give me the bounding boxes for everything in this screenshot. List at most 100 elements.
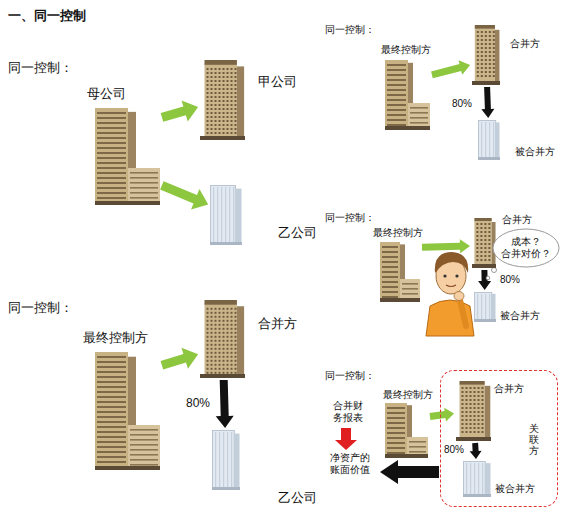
window-row (97, 137, 126, 139)
window-row (410, 112, 428, 114)
building-icon (385, 403, 428, 458)
window (474, 391, 476, 393)
window (207, 88, 209, 90)
company-label: 母公司 (87, 86, 126, 102)
window (477, 43, 479, 45)
window-row (97, 182, 126, 184)
company-label: 合并方 (502, 214, 532, 226)
window (484, 247, 486, 249)
window-row (97, 142, 126, 144)
window (207, 336, 209, 338)
window (211, 328, 213, 330)
window (211, 68, 213, 70)
window (474, 419, 476, 421)
window (481, 47, 483, 49)
tower-crown (205, 300, 237, 305)
window (211, 344, 213, 346)
window (207, 312, 209, 314)
window-row (387, 422, 405, 424)
company-label: 被合并方 (500, 310, 540, 322)
window (484, 239, 486, 241)
tower-crown (205, 60, 237, 65)
window (211, 76, 213, 78)
building-icon (385, 60, 430, 130)
window (476, 239, 478, 241)
note-text: 合并财务报表 (333, 400, 363, 424)
window (481, 59, 483, 61)
window-row (382, 281, 398, 283)
person-hair (435, 252, 468, 273)
glass-face (464, 462, 486, 497)
window (478, 391, 480, 393)
window (223, 344, 225, 346)
window (227, 340, 229, 342)
window (476, 251, 478, 253)
window (211, 340, 213, 342)
holding-arrow (470, 443, 482, 459)
window (235, 332, 237, 334)
window (235, 352, 237, 354)
window (231, 80, 233, 82)
window (231, 340, 233, 342)
window (219, 320, 221, 322)
window (462, 387, 464, 389)
window (481, 51, 483, 53)
window (227, 308, 229, 310)
building-icon (456, 381, 491, 441)
company-building: 合并方 (200, 300, 245, 378)
window-row (97, 361, 126, 363)
glass-side (495, 122, 499, 159)
window-row (387, 119, 406, 121)
window (489, 59, 491, 61)
window (462, 407, 464, 409)
building-base (212, 487, 240, 490)
window-row (387, 104, 406, 106)
window (466, 411, 468, 413)
glass-stripe (493, 122, 494, 158)
window (227, 112, 229, 114)
window (231, 116, 233, 118)
window-row (97, 411, 126, 413)
window (480, 255, 482, 257)
window (235, 308, 237, 310)
window (470, 407, 472, 409)
window (207, 132, 209, 134)
window-row (387, 427, 405, 429)
tower-face (95, 108, 128, 205)
building-icon (478, 120, 500, 160)
window (231, 72, 233, 74)
window (219, 84, 221, 86)
window-row (387, 109, 406, 111)
window (470, 419, 472, 421)
window-row (382, 271, 398, 273)
window (231, 104, 233, 106)
window (466, 431, 468, 433)
window (219, 344, 221, 346)
window-row (97, 197, 126, 199)
window (493, 39, 495, 41)
window (481, 39, 483, 41)
window-row (97, 396, 126, 398)
window (223, 92, 225, 94)
building-base (472, 81, 500, 85)
window (219, 120, 221, 122)
window (215, 80, 217, 82)
window (219, 308, 221, 310)
company-building: 最终控制方 (95, 352, 160, 470)
window (474, 403, 476, 405)
glass-side (234, 434, 240, 490)
window (219, 76, 221, 78)
window (211, 368, 213, 370)
window (477, 59, 479, 61)
window (215, 332, 217, 334)
window-row (410, 107, 428, 109)
window (488, 227, 490, 229)
window (223, 84, 225, 86)
glass-stripe (489, 294, 490, 320)
tower-face (460, 383, 485, 441)
window (478, 415, 480, 417)
window (223, 308, 225, 310)
window (485, 63, 487, 65)
window (235, 100, 237, 102)
